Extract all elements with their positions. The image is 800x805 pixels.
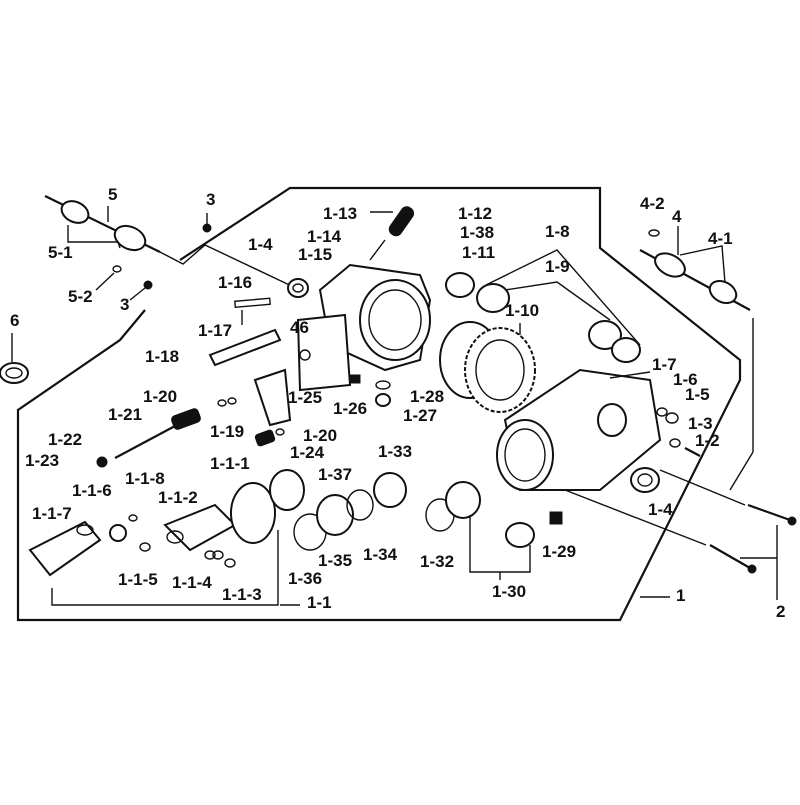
ring-1-34 [346, 489, 374, 521]
callout-label-1-19: 1-19 [210, 422, 244, 441]
callout-label-1-1: 1-1 [307, 593, 332, 612]
ring-1-11 [445, 272, 475, 298]
bearing-1-33 [373, 472, 407, 508]
seal-part-6 [0, 333, 29, 384]
ring-1-35 [316, 494, 354, 536]
callout-label-1-17: 1-17 [198, 321, 232, 340]
callout-label-1-8: 1-8 [545, 222, 570, 241]
callout-label-1-1-1: 1-1-1 [210, 454, 250, 473]
callout-label-1-22: 1-22 [48, 430, 82, 449]
nut-3-left [143, 280, 153, 290]
assembly-boundary-outline [16, 186, 742, 622]
callout-label-1-5: 1-5 [685, 385, 710, 404]
callout-label-1-33: 1-33 [378, 442, 412, 461]
callout-label-5-1: 5-1 [48, 243, 73, 262]
callout-label-1-9: 1-9 [545, 257, 570, 276]
callout-label-1-27: 1-27 [403, 406, 437, 425]
nut-1-29 [549, 511, 563, 525]
callout-label-1-7: 1-7 [652, 355, 677, 374]
o-ring-4-2 [648, 229, 660, 237]
callout-label-1-11: 1-11 [462, 243, 495, 262]
callout-label-1-34: 1-34 [363, 545, 398, 564]
callout-label-1-26: 1-26 [333, 399, 367, 418]
callout-label-4-2: 4-2 [640, 194, 665, 213]
callout-label-1-2: 1-2 [695, 431, 720, 450]
bearing-1-30 [445, 481, 481, 519]
callout-label-1-1-6: 1-1-6 [72, 481, 112, 500]
callout-label-1-1-5: 1-1-5 [118, 570, 158, 589]
callout-label-1: 1 [676, 586, 685, 605]
bearing-1-9a [476, 283, 510, 313]
callout-label-3b: 3 [120, 295, 129, 314]
callout-label-1-4a: 1-4 [248, 235, 273, 254]
yoke-assembly-1-1 [28, 482, 300, 606]
pinion-1-30 [505, 522, 535, 548]
callout-label-1-1-7: 1-1-7 [32, 504, 72, 523]
front-housing [287, 263, 432, 392]
callout-label-1-36: 1-36 [288, 569, 322, 588]
nut-3-top [202, 223, 212, 233]
callout-label-1-4b: 1-4 [648, 500, 673, 519]
callout-label-6: 6 [10, 311, 19, 330]
callout-label-1-10: 1-10 [505, 301, 539, 320]
ring-1-8 [611, 337, 641, 363]
callout-label-1-28: 1-28 [410, 387, 444, 406]
callout-label-5-2: 5-2 [68, 287, 93, 306]
bearing-1-9b [588, 320, 622, 350]
callout-label-1-13: 1-13 [323, 204, 357, 223]
callout-label-1-29: 1-29 [542, 542, 576, 561]
callout-label-1-1-2: 1-1-2 [158, 488, 198, 507]
callout-label-1-24: 1-24 [290, 443, 325, 462]
callout-label-1-15: 1-15 [298, 245, 332, 264]
left-drive-shaft [44, 195, 301, 291]
callout-label-1-23: 1-23 [25, 451, 59, 470]
plug-1-26 [349, 374, 361, 384]
differential-gear-1-10 [439, 321, 536, 413]
rear-housing [496, 368, 701, 493]
right-drive-shaft [639, 226, 754, 491]
washer-1-28 [375, 380, 391, 390]
callout-label-2: 2 [776, 602, 785, 621]
bearing-1-37 [269, 469, 305, 511]
callout-label-1-12: 1-12 [458, 204, 492, 223]
callout-label-1-1-4: 1-1-4 [172, 573, 212, 592]
callout-label-1-1-8: 1-1-8 [125, 469, 165, 488]
callout-label-4: 4 [672, 207, 682, 226]
callout-label-4-1: 4-1 [708, 229, 733, 248]
callout-label-1-6: 1-6 [673, 370, 698, 389]
callout-label-1-16: 1-16 [218, 273, 252, 292]
o-ring-5-2 [112, 265, 122, 273]
callout-label-1-35: 1-35 [318, 551, 352, 570]
bolts-part-2 [564, 469, 797, 600]
callout-label-5: 5 [108, 185, 117, 204]
callout-label-1-38: 1-38 [460, 223, 494, 242]
bolt-1-27 [375, 393, 391, 407]
breather-1-13 [369, 206, 415, 261]
callout-label-1-20a: 1-20 [143, 387, 177, 406]
callout-label-1-1-3: 1-1-3 [222, 585, 262, 604]
callout-label-1-32: 1-32 [420, 552, 454, 571]
shift-fork-assembly [96, 297, 292, 468]
callout-label-1-21: 1-21 [108, 405, 142, 424]
callout-label-1-18: 1-18 [145, 347, 179, 366]
callout-label-1-30: 1-30 [492, 582, 526, 601]
callout-label-1-14: 1-14 [307, 227, 342, 246]
callout-label-1-20b: 1-20 [303, 426, 337, 445]
callout-label-1-37: 1-37 [318, 465, 352, 484]
callout-label-3a: 3 [206, 190, 215, 209]
callout-label-46: 46 [290, 318, 309, 337]
callout-label-1-3: 1-3 [688, 414, 713, 433]
callout-label-1-25: 1-25 [288, 388, 322, 407]
